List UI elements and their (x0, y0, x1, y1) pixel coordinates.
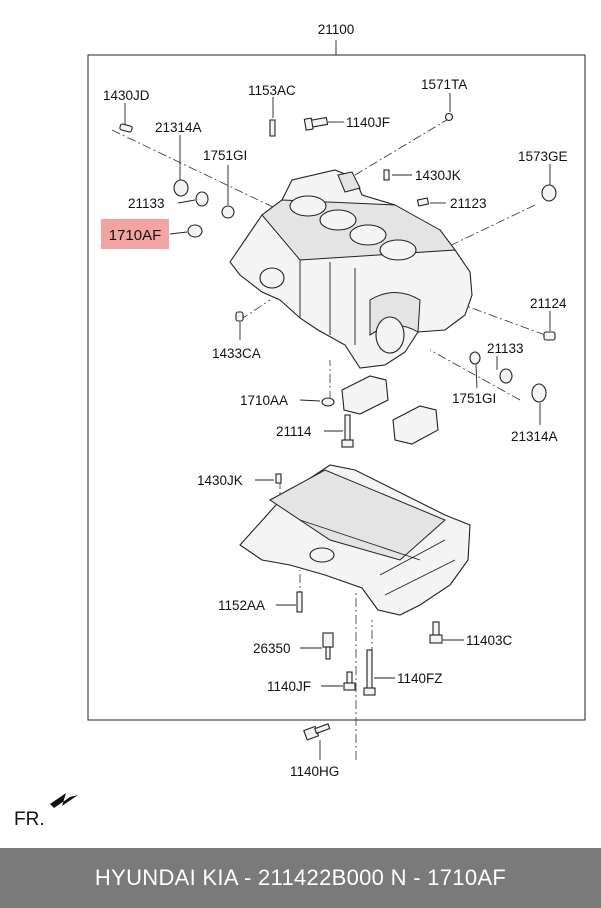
part-label-1140JF-bottom: 1140JF (267, 679, 311, 694)
part-label-11403C: 11403C (466, 633, 513, 648)
exploded-parts-diagram: 21100 (14, 22, 586, 830)
ladder-frame (239, 464, 471, 616)
direction-label: FR. (14, 809, 45, 830)
footer-bar: HYUNDAI KIA - 211422B000 N - 1710AF (0, 848, 601, 908)
part-label-1433CA: 1433CA (212, 346, 261, 361)
part-label-1140FZ: 1140FZ (397, 671, 443, 686)
part-label-26350: 26350 (253, 641, 291, 656)
part-label-1751GI-top: 1751GI (203, 148, 247, 163)
assembly-frame (87, 54, 586, 721)
part-label-1152AA: 1152AA (218, 598, 265, 613)
part-label-1751GI-right: 1751GI (452, 391, 496, 406)
part-label-1140HG: 1140HG (290, 764, 339, 779)
part-label-1571TA: 1571TA (421, 77, 467, 92)
highlight-box (101, 219, 169, 249)
arrow-icon (50, 793, 78, 808)
part-label-21133-right: 21133 (487, 341, 524, 356)
part-label-21314A-right: 21314A (511, 429, 558, 444)
cylinder-block (229, 169, 473, 369)
part-label-21124: 21124 (530, 296, 567, 311)
part-label-1430JK-top: 1430JK (415, 168, 461, 183)
footer-text: HYUNDAI KIA - 211422B000 N - 1710AF (94, 865, 507, 890)
part-label-1153AC: 1153AC (248, 83, 296, 98)
part-label-1430JK-bottom: 1430JK (197, 473, 243, 488)
part-label-1140JF-top: 1140JF (346, 115, 390, 130)
part-label-1430JD: 1430JD (103, 88, 150, 103)
part-label-21314A-top: 21314A (155, 120, 202, 135)
part-label-21133-left: 21133 (128, 196, 165, 211)
part-label-1710AF: 1710AF (109, 227, 162, 244)
assembly-number-label: 21100 (318, 22, 355, 37)
part-label-1710AA: 1710AA (240, 393, 288, 408)
part-label-21114: 21114 (276, 424, 312, 439)
part-label-21123: 21123 (450, 196, 487, 211)
part-label-1573GE: 1573GE (518, 149, 568, 164)
